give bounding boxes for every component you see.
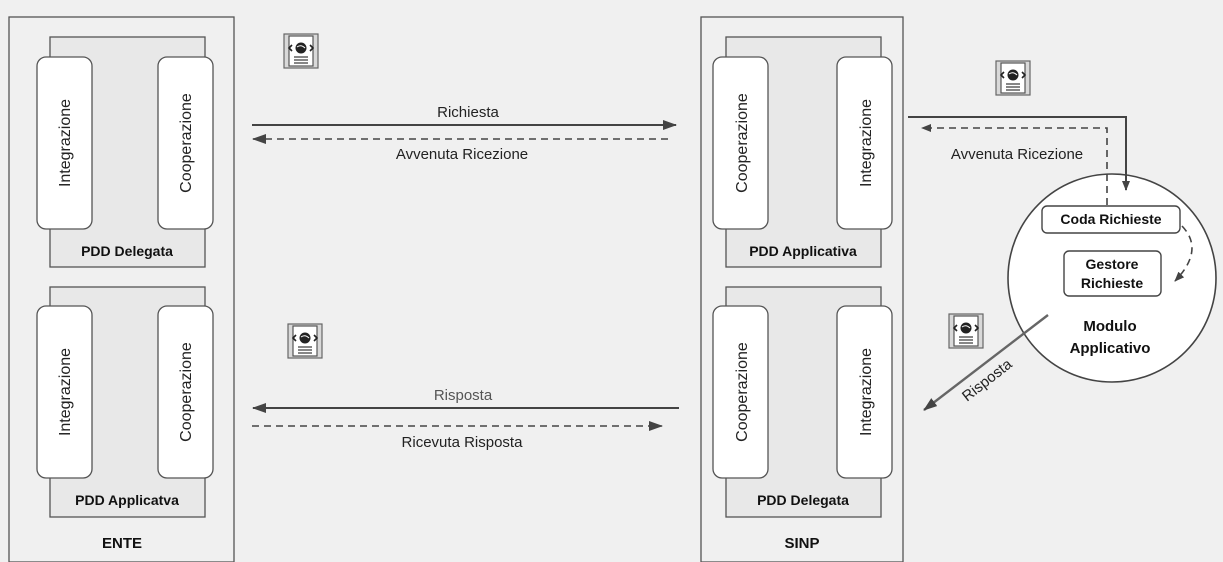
document-message-icon: [995, 60, 1031, 96]
sinp-label: SINP: [784, 535, 819, 552]
flow-avvenuta-ricezione: Avvenuta Ricezione: [252, 134, 668, 163]
ente-pdd-applicatva-label: PDD Applicatva: [75, 492, 179, 508]
coda-richieste-label: Coda Richieste: [1060, 211, 1161, 227]
sinp-top-cooperazione: Cooperazione: [734, 93, 751, 193]
sinp-block: SINP Cooperazione Integrazione PDD Appli…: [700, 16, 904, 562]
ente-pdd-applicativa: Integrazione Cooperazione PDD Applicatva: [36, 286, 214, 518]
ricevuta-risposta-label: Ricevuta Risposta: [402, 434, 524, 451]
gestore-richieste: Gestore Richieste: [1063, 250, 1162, 297]
avvenuta-ricezione-right-label: Avvenuta Ricezione: [951, 146, 1083, 163]
modulo-applicativo: Avvenuta Ricezione Coda Richieste Gestor…: [908, 116, 1217, 383]
ente-pdd-delegata: Integrazione Cooperazione PDD Delegata: [36, 36, 214, 268]
avvenuta-ricezione-label: Avvenuta Ricezione: [396, 146, 528, 163]
ente-block: ENTE Integrazione Cooperazione PDD Deleg…: [8, 16, 235, 562]
ente-top-integrazione: Integrazione: [57, 99, 74, 187]
flow-risposta: Risposta: [252, 387, 679, 413]
sinp-pdd-delegata-label: PDD Delegata: [757, 492, 849, 508]
gestore-label-1: Gestore: [1086, 256, 1139, 272]
ente-bottom-cooperazione: Cooperazione: [178, 342, 195, 442]
modulo-title-1: Modulo: [1083, 318, 1136, 335]
richiesta-label: Richiesta: [437, 104, 499, 121]
ente-label: ENTE: [102, 535, 142, 552]
sinp-bottom-integrazione: Integrazione: [858, 348, 875, 436]
flow-ricevuta-risposta: Ricevuta Risposta: [252, 421, 663, 451]
gestore-label-2: Richieste: [1081, 275, 1143, 291]
sinp-top-integrazione: Integrazione: [858, 99, 875, 187]
sinp-bottom-cooperazione: Cooperazione: [734, 342, 751, 442]
coda-richieste: Coda Richieste: [1041, 205, 1181, 234]
modulo-title-2: Applicativo: [1070, 340, 1151, 357]
document-message-icon: [287, 323, 323, 359]
ente-top-cooperazione: Cooperazione: [178, 93, 195, 193]
flow-risposta-diagonal: Risposta: [923, 314, 1049, 411]
document-message-icon: [948, 313, 984, 349]
ente-pdd-delegata-label: PDD Delegata: [81, 243, 173, 259]
flow-richiesta: Richiesta: [252, 104, 677, 130]
document-message-icon: [283, 33, 319, 69]
risposta-label: Risposta: [434, 387, 493, 404]
sinp-pdd-delegata: Cooperazione Integrazione PDD Delegata: [712, 286, 893, 518]
ente-bottom-integrazione: Integrazione: [57, 348, 74, 436]
sinp-pdd-applicativa: Cooperazione Integrazione PDD Applicativ…: [712, 36, 893, 268]
sinp-pdd-applicativa-label: PDD Applicativa: [749, 243, 857, 259]
